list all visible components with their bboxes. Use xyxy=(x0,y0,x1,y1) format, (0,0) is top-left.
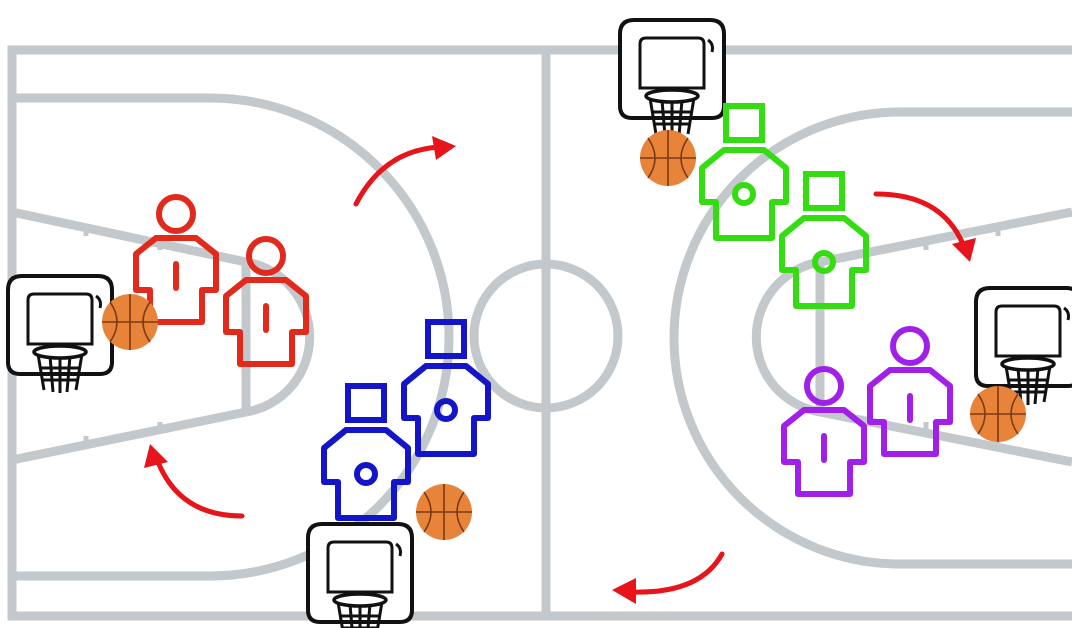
basketball-hoop-icon xyxy=(618,18,726,139)
player-purple-1 xyxy=(870,329,950,454)
basketball-icon xyxy=(415,483,473,541)
basketball-icon xyxy=(101,293,159,351)
basketball-icon xyxy=(969,385,1027,443)
basketball-hoop-icon xyxy=(306,522,414,628)
curved-arrow-icon xyxy=(144,444,245,519)
court-lines xyxy=(7,45,1072,621)
rotation-arrows xyxy=(144,136,976,604)
court-hash-marks xyxy=(83,226,1001,446)
basketball-hoop-icon xyxy=(6,274,114,395)
curved-arrow-icon xyxy=(873,191,976,262)
team-red xyxy=(136,197,306,364)
team-purple xyxy=(784,329,950,494)
curved-arrow-icon xyxy=(353,136,456,207)
player-blue-2 xyxy=(324,386,408,518)
team-blue xyxy=(324,322,488,518)
basketball-icon xyxy=(639,129,697,187)
curved-arrow-icon xyxy=(612,551,725,604)
